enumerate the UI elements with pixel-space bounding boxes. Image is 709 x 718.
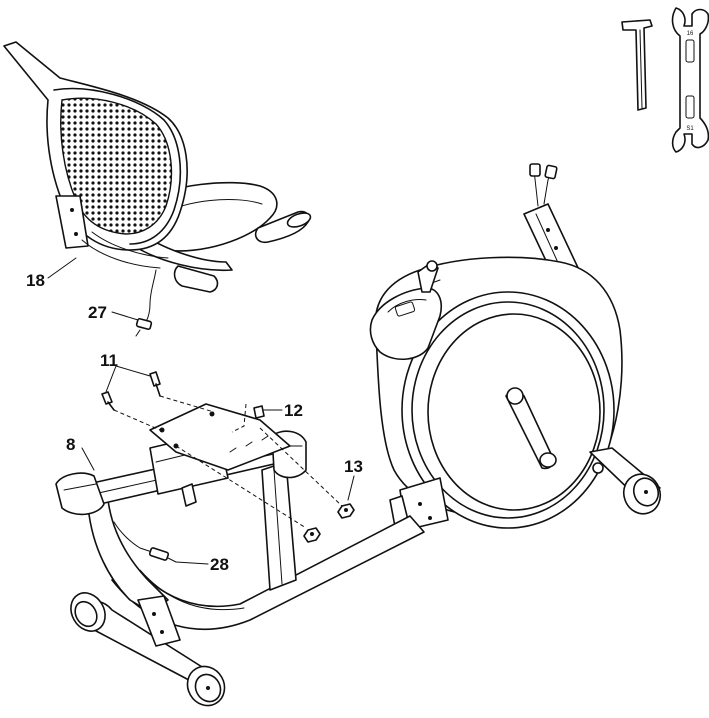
rear-stabilizer [589,447,662,515]
seat-cable [135,269,157,337]
leader-lines [47,257,355,565]
callout-27: 27 [88,303,107,322]
callout-12: 12 [284,401,303,420]
open-end-wrench-icon: 16 S1 [671,7,709,153]
wrench-size-bottom: S1 [686,126,694,132]
callout-18: 18 [26,271,45,290]
wrench-size-top: 16 [687,31,694,37]
callout-11: 11 [100,351,118,370]
callout-28: 28 [210,555,229,574]
callout-13: 13 [344,457,363,476]
bolts-11 [101,371,215,431]
flywheel-housing [369,163,623,533]
main-frame [70,461,425,707]
nuts-13 [175,427,355,543]
callout-8: 8 [66,435,75,454]
seat-rail [55,403,307,516]
seat-assembly [3,41,312,293]
washer-12 [231,403,265,433]
sensor-cable [113,521,177,563]
allen-key-icon [621,19,653,111]
